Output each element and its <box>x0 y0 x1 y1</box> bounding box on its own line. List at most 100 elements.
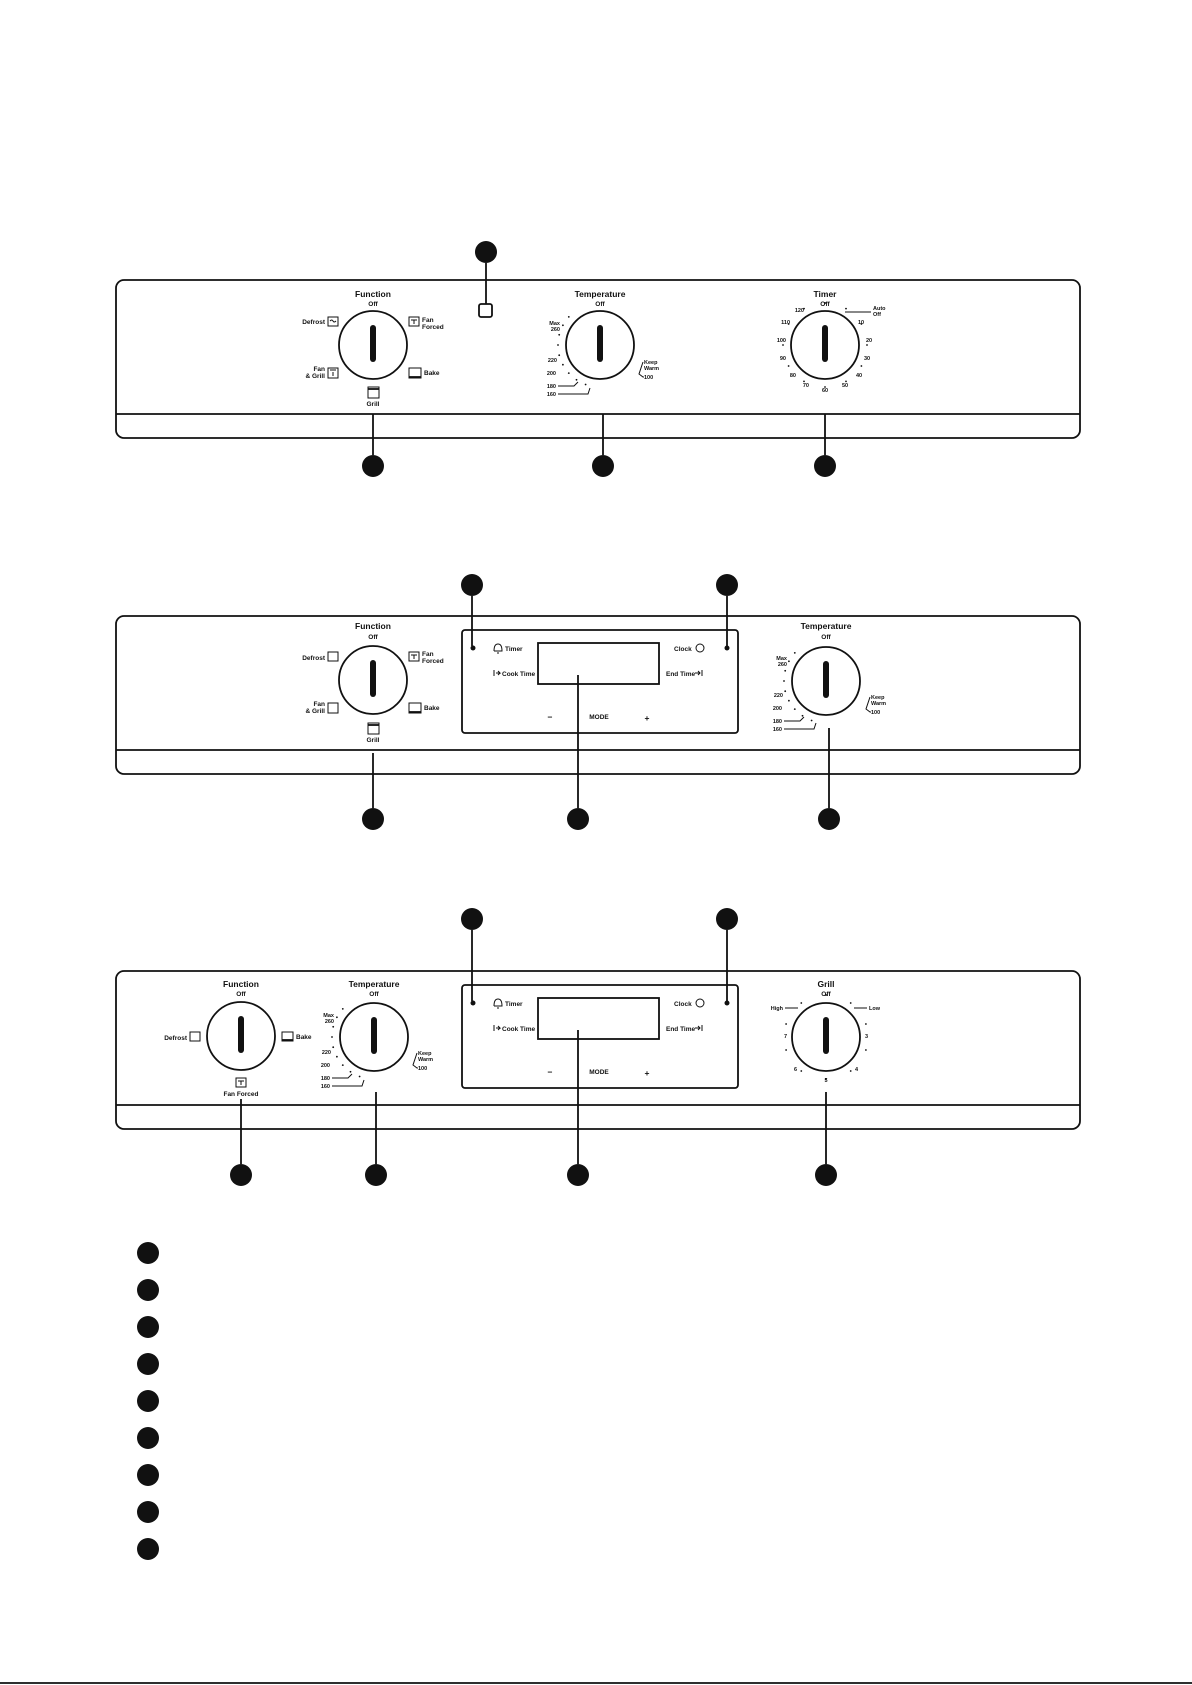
knob-tick-dot <box>558 354 561 357</box>
svg-text:100: 100 <box>418 1066 427 1072</box>
temperature-knob-1[interactable]: Temperature Off Max 260 220 200 180 160 … <box>547 289 659 398</box>
knob-tick-dot <box>787 323 790 325</box>
svg-text:Warm: Warm <box>418 1057 433 1063</box>
svg-text:160: 160 <box>321 1084 330 1090</box>
knob-tick-dot <box>562 324 564 327</box>
svg-text:5: 5 <box>824 1078 827 1084</box>
knob-tick-dot <box>562 363 564 366</box>
minus-button[interactable]: − <box>548 712 553 722</box>
knob-tick-dot <box>865 1049 867 1051</box>
function-knob-2[interactable]: Function Off Defrost Fan Forced Fan & Gr… <box>302 621 443 744</box>
legend-marker <box>137 1316 159 1338</box>
bell-icon <box>493 998 503 1009</box>
clock-icon <box>695 998 705 1008</box>
bake-icon <box>408 367 422 379</box>
svg-text:180: 180 <box>547 384 556 390</box>
svg-text:Keep: Keep <box>871 695 885 701</box>
knob-tick-dot <box>800 1070 803 1072</box>
fan-grill-icon <box>327 702 339 714</box>
svg-text:High: High <box>771 1006 784 1012</box>
knob-tick-dot <box>803 380 805 383</box>
svg-text:180: 180 <box>321 1076 330 1082</box>
callout-marker <box>461 574 483 596</box>
svg-text:160: 160 <box>547 392 556 398</box>
svg-text:20: 20 <box>866 338 872 344</box>
knob-tick-dot <box>557 344 559 346</box>
knob-tick-dot <box>793 652 796 654</box>
svg-text:180: 180 <box>773 719 782 725</box>
clock-led <box>724 1000 730 1006</box>
svg-text:200: 200 <box>773 706 782 712</box>
knob-tick-dot <box>849 1002 852 1004</box>
knob-tick-dot <box>793 708 796 710</box>
bake-icon <box>408 702 422 714</box>
svg-text:260: 260 <box>551 327 560 333</box>
mode-button[interactable]: MODE <box>589 1069 609 1076</box>
svg-text:Off: Off <box>821 634 831 641</box>
cook-time-icon <box>493 670 502 676</box>
svg-text:220: 220 <box>322 1050 331 1056</box>
svg-text:Clock: Clock <box>674 646 692 653</box>
timer-knob-1[interactable]: Timer Off Auto Off 120 110 100 90 80 70 … <box>777 289 886 394</box>
clock-led <box>724 645 730 651</box>
svg-text:Grill: Grill <box>366 401 379 408</box>
fan-forced-icon <box>235 1077 247 1088</box>
callout-marker <box>362 455 384 477</box>
panel-3-outline <box>115 970 1081 1130</box>
mode-button[interactable]: MODE <box>589 714 609 721</box>
panel-2: Function Off Defrost Fan Forced Fan & Gr… <box>115 574 1081 830</box>
svg-text:& Grill: & Grill <box>305 708 325 715</box>
svg-text:Timer: Timer <box>505 646 523 653</box>
function-knob-3[interactable]: Function Off Defrost Bake Fan Forced <box>164 979 312 1098</box>
svg-text:Cook Time: Cook Time <box>502 1026 535 1033</box>
callout-marker <box>815 1164 837 1186</box>
svg-text:7: 7 <box>784 1034 787 1040</box>
knob-tick-dot <box>801 714 804 717</box>
svg-text:4: 4 <box>855 1067 859 1073</box>
defrost-icon <box>189 1031 201 1042</box>
svg-text:Off: Off <box>369 991 379 998</box>
grill-icon <box>367 386 380 399</box>
svg-text:120: 120 <box>795 308 804 314</box>
legend-marker <box>137 1390 159 1412</box>
knob-tick-dot <box>845 307 847 310</box>
legend-marker <box>137 1353 159 1375</box>
svg-text:Clock: Clock <box>674 1001 692 1008</box>
knob-tick-dot <box>331 1036 333 1038</box>
callout-marker <box>362 808 384 830</box>
knob-tick-dot <box>575 378 578 381</box>
temperature-knob-3[interactable]: Temperature Off Max 260 220 200 180 160 … <box>321 979 433 1090</box>
temperature-knob-2[interactable]: Temperature Off Max 260 220 200 180 160 … <box>773 621 886 733</box>
svg-text:Forced: Forced <box>422 658 444 665</box>
svg-text:Defrost: Defrost <box>302 655 326 662</box>
bake-icon <box>281 1031 294 1042</box>
plus-button[interactable]: + <box>645 1068 650 1078</box>
svg-text:220: 220 <box>548 358 557 364</box>
timer-led <box>470 645 476 651</box>
function-knob-1[interactable]: Function Off Defrost Fan Forced Fan & Gr… <box>302 289 443 408</box>
svg-text:Max: Max <box>323 1013 335 1019</box>
svg-text:Fan: Fan <box>422 651 434 658</box>
svg-text:30: 30 <box>864 356 870 362</box>
callout-marker <box>461 908 483 930</box>
plus-button[interactable]: + <box>645 713 650 723</box>
svg-text:Forced: Forced <box>422 324 444 331</box>
legend-marker <box>137 1464 159 1486</box>
svg-text:Off: Off <box>236 991 246 998</box>
svg-text:70: 70 <box>803 383 809 389</box>
svg-text:Off: Off <box>595 301 605 308</box>
timer-led <box>470 1000 476 1006</box>
callout-marker <box>716 574 738 596</box>
knob-tick-dot <box>784 669 787 672</box>
knob-tick-dot <box>358 1075 361 1078</box>
svg-text:110: 110 <box>781 320 790 326</box>
knob-tick-dot <box>860 365 863 367</box>
svg-text:End Time: End Time <box>666 671 696 678</box>
knob-tick-dot <box>824 386 826 388</box>
svg-text:100: 100 <box>871 710 880 716</box>
svg-text:Bake: Bake <box>424 370 440 377</box>
minus-button[interactable]: − <box>548 1067 553 1077</box>
svg-text:Off: Off <box>873 312 881 318</box>
svg-text:Off: Off <box>368 301 378 308</box>
